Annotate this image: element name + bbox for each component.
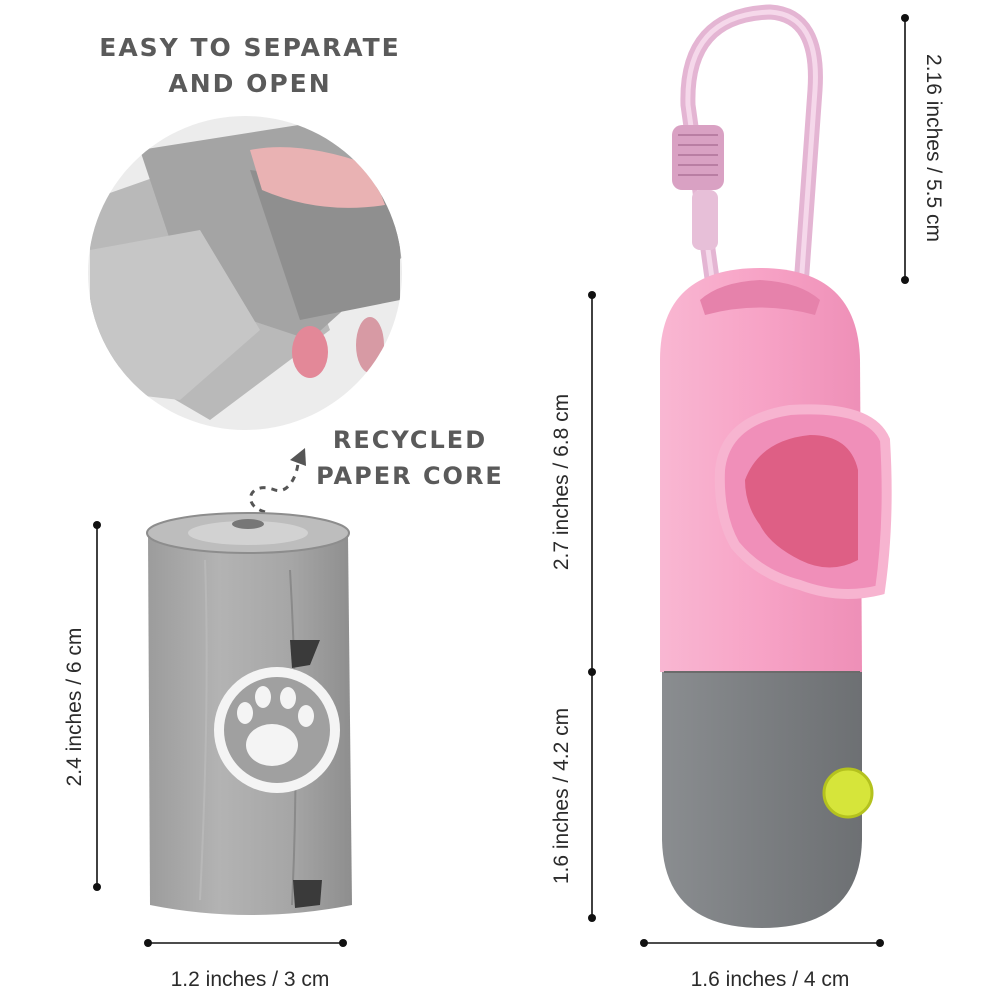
screw-lock <box>672 125 724 190</box>
dispenser-width-label: 1.6 inches / 4 cm <box>690 968 850 991</box>
paper-core-heading-line1: RECYCLED <box>332 426 488 454</box>
dashed-arrow-icon <box>249 454 300 514</box>
paw-print-icon <box>214 667 340 793</box>
carabiner-clip <box>672 4 823 302</box>
separate-open-detail-circle <box>88 116 402 430</box>
bag-roll <box>146 512 352 915</box>
paper-core-heading: RECYCLED PAPER CORE <box>300 422 520 494</box>
hook-height-label: 2.16 inches / 5.5 cm <box>922 54 945 242</box>
paper-core-heading-line2: PAPER CORE <box>316 462 504 490</box>
fingertip-shape <box>292 326 328 378</box>
easy-open-heading: EASY TO SEPARATE AND OPEN <box>70 30 430 102</box>
finger-shape <box>250 147 385 208</box>
bag-dispenser <box>660 268 892 928</box>
easy-open-heading-line2: AND OPEN <box>168 69 332 98</box>
dashed-arrow-head <box>290 448 306 466</box>
dimension-lines <box>96 18 906 944</box>
roll-height-label: 2.4 inches / 6 cm <box>63 627 86 787</box>
dispenser-upper-height-label: 2.7 inches / 6.8 cm <box>550 393 573 571</box>
roll-width-label: 1.2 inches / 3 cm <box>170 968 330 991</box>
easy-open-heading-line1: EASY TO SEPARATE <box>99 33 401 62</box>
dispenser-lower-height-label: 1.6 inches / 4.2 cm <box>550 707 573 885</box>
dimension-endpoints <box>93 14 909 947</box>
flashlight-button <box>822 767 874 819</box>
